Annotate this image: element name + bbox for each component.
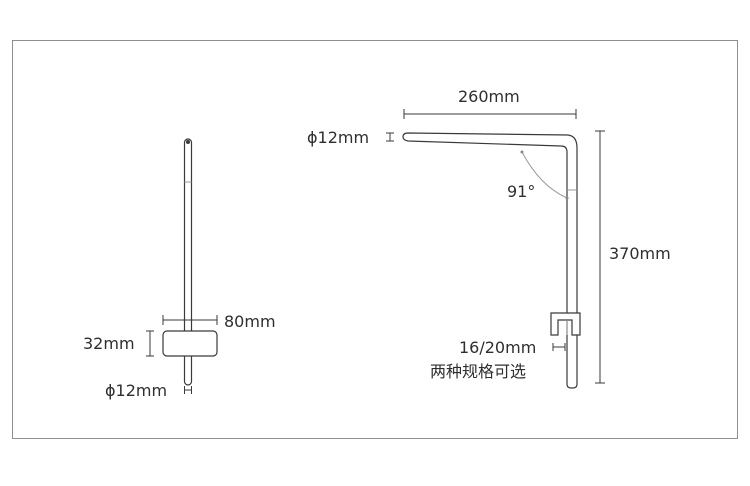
- front-view: 260mm ϕ12mm 91° 370mm: [307, 87, 671, 389]
- clamp-options-label: 两种规格可选: [430, 362, 526, 381]
- dim-32mm-label: 32mm: [83, 334, 135, 353]
- dim-clamp: [552, 343, 566, 351]
- dim-370mm-label: 370mm: [609, 244, 671, 263]
- dim-370mm: [595, 130, 605, 384]
- dim-80mm-label: 80mm: [224, 312, 276, 331]
- angle-91-label: 91°: [507, 182, 535, 201]
- side-view: 80mm 32mm ϕ12mm: [83, 138, 276, 400]
- diagram-frame: [12, 40, 738, 439]
- base-block: [162, 330, 218, 357]
- dim-260mm: [403, 109, 577, 119]
- side-pole: [183, 138, 193, 386]
- clamp: [550, 312, 581, 336]
- lamp-arm: [402, 132, 578, 389]
- dim-clamp-label: 16/20mm: [459, 338, 536, 357]
- dim-phi12-side: [184, 386, 192, 394]
- dim-phi12-front: [386, 132, 394, 142]
- dim-80mm: [162, 315, 218, 325]
- angle-arc: [521, 151, 568, 199]
- dim-phi12-front-label: ϕ12mm: [307, 128, 369, 147]
- dim-260mm-label: 260mm: [458, 87, 520, 106]
- dim-phi12-side-label: ϕ12mm: [105, 381, 167, 400]
- dim-32mm: [146, 330, 154, 357]
- pivot-dot: [186, 140, 190, 144]
